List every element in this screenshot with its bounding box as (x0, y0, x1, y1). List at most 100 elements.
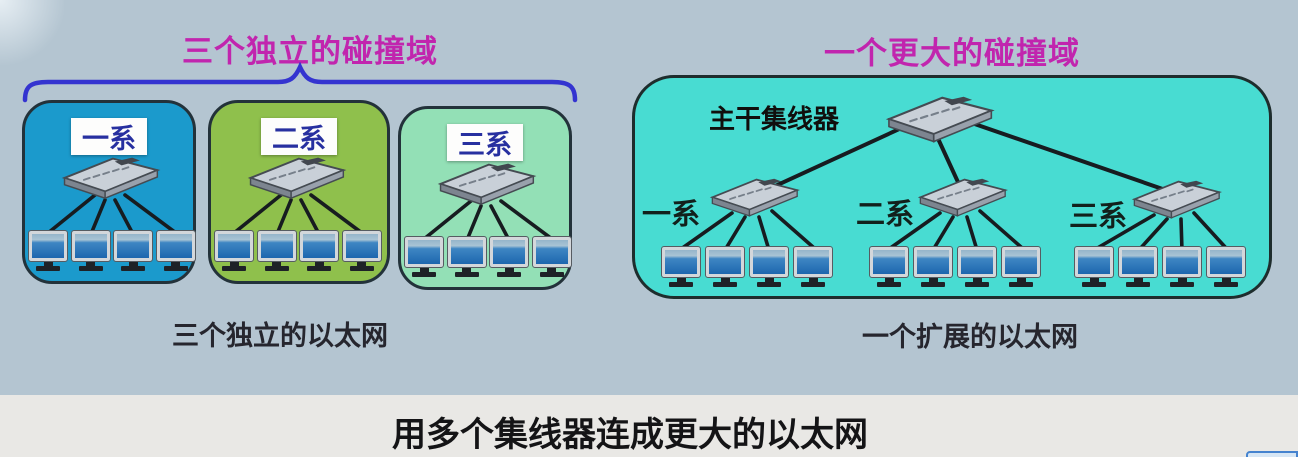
computer-base (264, 266, 289, 271)
computer-base (78, 266, 103, 271)
computer-base (1126, 282, 1150, 287)
computer-icon (749, 246, 789, 287)
hub-icon (700, 169, 806, 222)
computer-icon (661, 246, 701, 287)
backbone-hub-label: 主干集线器 (708, 104, 839, 134)
computer-base (877, 282, 901, 287)
domain-label-chip: 一系 (71, 118, 147, 155)
computer-screen (489, 236, 530, 268)
partial-corner-widget (1246, 451, 1298, 457)
computer-screen (661, 246, 701, 278)
computer-base (307, 266, 332, 271)
computer-icon (155, 230, 196, 271)
computer-stand (419, 267, 429, 272)
group-label-3: 三系 (1068, 201, 1127, 233)
computer-stand (1177, 277, 1187, 282)
computer-base (121, 266, 146, 271)
computer-screen (1118, 246, 1158, 278)
computer-icon (489, 236, 530, 277)
computer-icon (531, 236, 572, 277)
computer-base (222, 266, 246, 271)
computer-row (869, 246, 1041, 287)
computer-stand (504, 267, 514, 272)
computer-stand (128, 261, 138, 266)
computer-stand (272, 261, 282, 266)
left-panel-title: 三个独立的碰撞域 (182, 34, 438, 69)
computer-icon (1118, 246, 1158, 287)
computer-base (163, 266, 188, 271)
computer-stand (884, 277, 894, 282)
computer-icon (214, 230, 254, 271)
computer-base (349, 266, 374, 271)
computer-screen (446, 236, 487, 268)
extended-ethernet-box: 主干集线器 一系 二系 三系 (632, 75, 1272, 299)
computer-icon (913, 246, 953, 287)
left-panel-caption: 三个独立的以太网 (172, 321, 388, 351)
domain-box-2: 二系 (208, 100, 390, 284)
hub-icon (908, 169, 1014, 222)
computer-base (454, 272, 479, 277)
computer-base (1214, 282, 1238, 287)
computer-screen (341, 230, 382, 262)
computer-stand (1089, 277, 1099, 282)
computer-row (214, 230, 382, 271)
computer-stand (357, 261, 367, 266)
domain-label-chip: 三系 (447, 124, 523, 161)
computer-stand (1016, 277, 1026, 282)
computer-row (661, 246, 833, 287)
domain-box-3: 三系 (398, 106, 572, 290)
corner-highlight (0, 0, 64, 66)
computer-screen (1162, 246, 1202, 278)
domain-label: 三系 (458, 130, 512, 160)
computer-base (713, 282, 737, 287)
computer-screen (155, 230, 196, 262)
computer-screen (1001, 246, 1041, 278)
computer-base (36, 266, 60, 271)
computer-base (1170, 282, 1194, 287)
computer-base (921, 282, 945, 287)
computer-screen (957, 246, 997, 278)
computer-screen (214, 230, 254, 262)
computer-stand (1133, 277, 1143, 282)
footer-strip (0, 395, 1298, 457)
computer-screen (749, 246, 789, 278)
computer-screen (256, 230, 297, 262)
computer-base (539, 272, 564, 277)
computer-stand (676, 277, 686, 282)
computer-screen (531, 236, 572, 268)
computer-base (757, 282, 781, 287)
computer-icon (869, 246, 909, 287)
computer-icon (957, 246, 997, 287)
computer-screen (299, 230, 340, 262)
computer-icon (1206, 246, 1246, 287)
group-label-2: 二系 (855, 199, 914, 231)
computer-base (412, 272, 436, 277)
computer-row (28, 230, 196, 271)
computer-screen (113, 230, 154, 262)
hub-icon (1122, 171, 1228, 224)
computer-stand (1221, 277, 1231, 282)
computer-screen (705, 246, 745, 278)
computer-screen (793, 246, 833, 278)
right-panel-title: 一个更大的碰撞域 (824, 36, 1080, 71)
computer-base (497, 272, 522, 277)
right-panel-caption: 一个扩展的以太网 (862, 322, 1078, 352)
computer-stand (229, 261, 239, 266)
computer-stand (720, 277, 730, 282)
group-label-1: 一系 (641, 199, 700, 231)
computer-stand (764, 277, 774, 282)
computer-stand (43, 261, 53, 266)
computer-stand (86, 261, 96, 266)
computer-icon (28, 230, 68, 271)
computer-icon (446, 236, 487, 277)
domain-box-1: 一系 (22, 100, 196, 284)
computer-screen (1074, 246, 1114, 278)
computer-row (404, 236, 572, 277)
computer-screen (913, 246, 953, 278)
computer-icon (705, 246, 745, 287)
computer-icon (299, 230, 340, 271)
computer-stand (462, 267, 472, 272)
computer-base (1009, 282, 1033, 287)
computer-screen (28, 230, 68, 262)
